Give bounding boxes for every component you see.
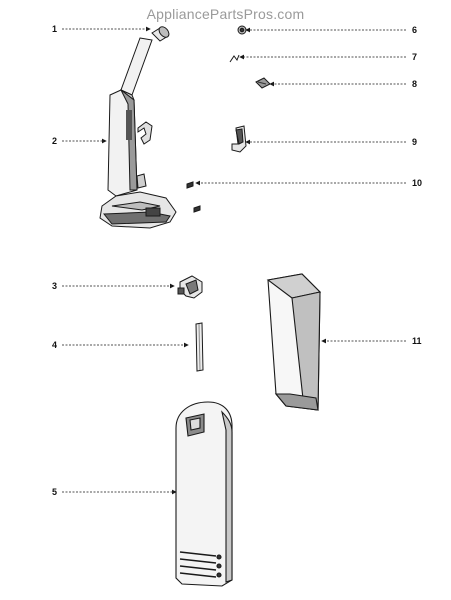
- part-3-clip: [177, 275, 203, 299]
- callout-5: 5: [52, 487, 58, 497]
- callout-11: 11: [412, 336, 422, 346]
- callout-3: 3: [52, 281, 58, 291]
- watermark-text: AppliancePartsPros.com: [146, 6, 305, 22]
- callout-6: 6: [412, 25, 418, 35]
- part-7-spring: [229, 54, 240, 63]
- part-6-knob: [237, 25, 247, 35]
- part-9-hook: [231, 125, 247, 153]
- callout-1: 1: [52, 24, 58, 34]
- callout-2: 2: [52, 136, 58, 146]
- part-4-rod: [195, 322, 204, 372]
- callout-9: 9: [412, 137, 418, 147]
- callout-10: 10: [412, 178, 423, 188]
- part-1-cap: [151, 26, 170, 42]
- callout-8: 8: [412, 79, 418, 89]
- part-2-handle-assembly: [99, 37, 177, 229]
- part-11-filter-bag: [266, 273, 322, 411]
- callout-4: 4: [52, 340, 58, 350]
- part-10-screws: [186, 181, 201, 213]
- callout-7: 7: [412, 52, 418, 62]
- part-5-front-cover: [175, 401, 233, 587]
- part-8-latch: [255, 77, 271, 89]
